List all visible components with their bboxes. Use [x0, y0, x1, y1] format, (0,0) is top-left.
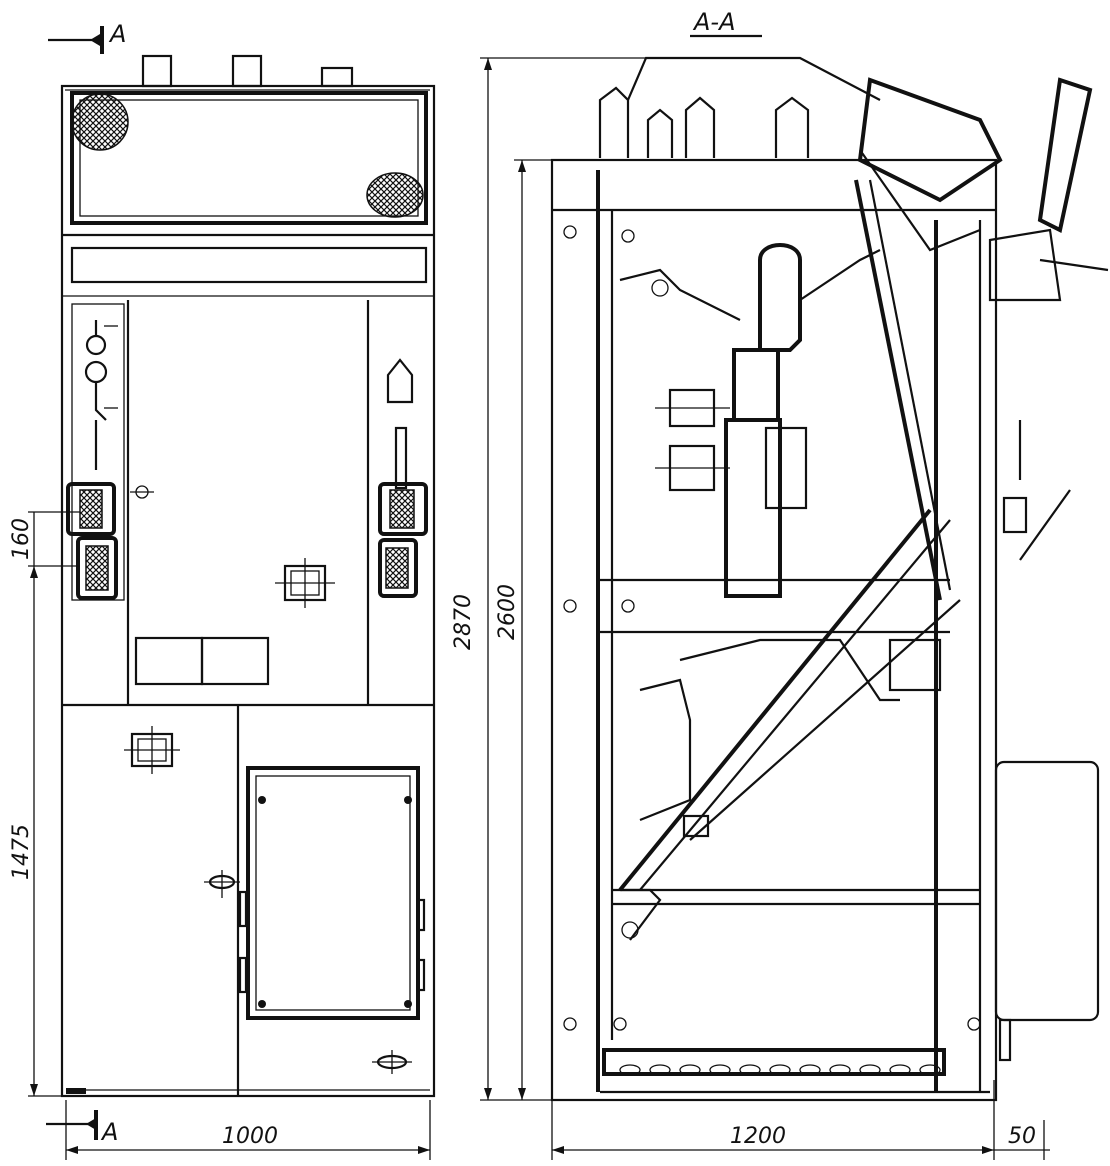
dim-depth: 1200: [730, 1124, 786, 1149]
bushing-b: [646, 108, 674, 158]
section-mark-bottom: A: [100, 1118, 118, 1146]
indicator-window-1: [134, 636, 204, 686]
operating-lever: [1037, 77, 1093, 233]
bushing-d: [774, 96, 810, 158]
front-bushing-1: [141, 54, 173, 88]
indicator-window-2: [200, 636, 270, 686]
front-bushing-3: [320, 66, 354, 88]
section-title: A-A: [692, 8, 736, 36]
section-view: A-A 2870 2600 1200 50: [451, 8, 1109, 1160]
dim-offset: 50: [1008, 1124, 1036, 1149]
nameplate-strip: [70, 246, 428, 284]
vent-grille-left: [71, 93, 129, 151]
section-mark-top: A: [108, 20, 126, 48]
busbar-carriage: [602, 1048, 946, 1076]
handle-lower-right: [378, 538, 418, 598]
breaker-upper-pole: [732, 348, 780, 422]
dim-total-height: 2870: [451, 594, 476, 650]
section-frame: [550, 158, 998, 1102]
front-view: A A 1000 1475 160: [9, 20, 436, 1160]
dim-handle-spacing: 160: [9, 518, 34, 560]
top-window-panel: [70, 91, 428, 225]
drive-housing: [994, 760, 1100, 1022]
handle-upper-left: [66, 482, 116, 536]
top-disconnector: [857, 77, 1003, 203]
lower-cable-terminal: [639, 678, 692, 822]
lower-right-door: [246, 766, 420, 1020]
warning-sign: [386, 358, 414, 404]
bushing-c: [684, 96, 716, 158]
breaker-terminal: [758, 243, 802, 352]
dim-front-width: 1000: [222, 1124, 278, 1149]
vent-grille-right: [366, 172, 424, 218]
bushing-a: [598, 86, 630, 158]
dim-front-lower: 1475: [9, 824, 34, 880]
dim-body-height: 2600: [495, 584, 520, 640]
handle-upper-right: [378, 482, 428, 536]
handle-lower-left: [76, 536, 118, 600]
front-bushing-2: [231, 54, 263, 88]
earthing-switch: [888, 638, 942, 692]
